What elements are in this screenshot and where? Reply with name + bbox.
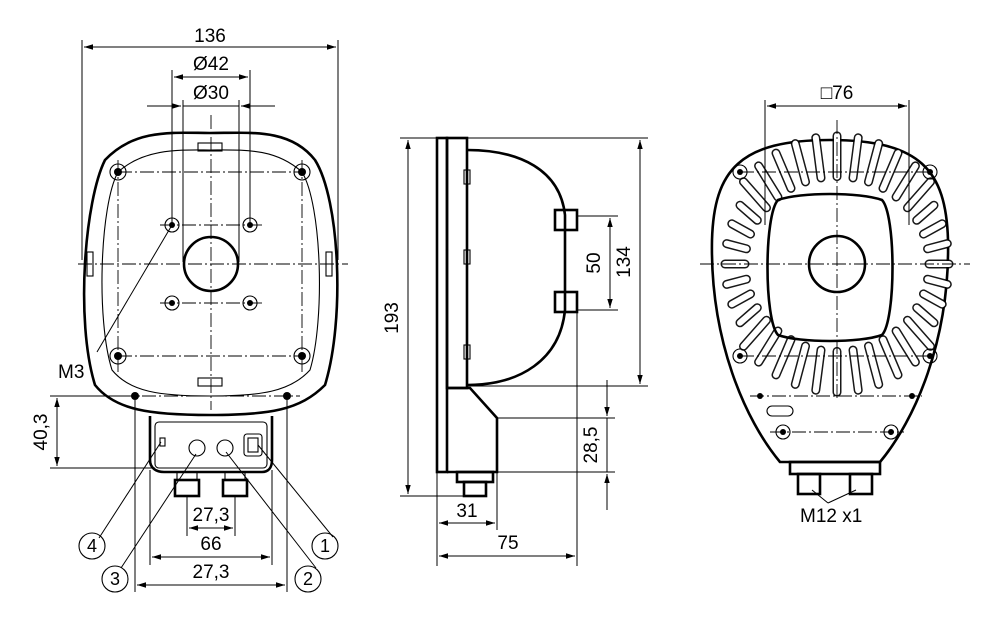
dim-side-base-depth: 31: [456, 501, 477, 522]
front-view: [78, 115, 348, 498]
balloon-4-label: 4: [87, 536, 97, 556]
cooling-fin-inner: [773, 150, 794, 192]
side-head-dome: [466, 148, 567, 387]
back-inner-square: [766, 192, 894, 343]
dim-side-slot-height: 50: [584, 252, 605, 273]
dim-front-conn-spacing-1: 27,3: [193, 505, 230, 526]
cooling-fin-inner: [728, 290, 754, 308]
cooling-fin-inner: [740, 178, 770, 211]
side-connector-base: [455, 470, 495, 484]
dim-front-conn-spacing-2: 27,3: [193, 562, 230, 583]
balloon-3: [101, 565, 129, 593]
dim-side-lower-height: 28,5: [581, 427, 602, 464]
dim-back-square: □76: [821, 83, 854, 104]
dim-side-total-height: 193: [382, 302, 403, 334]
cooling-fin-inner: [924, 276, 951, 288]
cooling-fin-inner: [723, 240, 750, 252]
cooling-fin-inner: [755, 328, 781, 366]
cooling-fin-inner: [865, 343, 882, 388]
cooling-fin-inner: [865, 140, 882, 185]
cooling-fin-inner: [792, 140, 809, 185]
cooling-fin-inner: [740, 317, 770, 350]
side-slot-marks: [463, 169, 471, 360]
cooling-fin-inner: [755, 162, 781, 200]
label-m3: M3: [58, 362, 84, 383]
front-indicator-4: [159, 437, 166, 447]
cooling-fin-inner: [850, 347, 862, 394]
side-lower-body: [447, 386, 499, 474]
back-view: [700, 120, 970, 496]
front-bottom-tab: [197, 377, 223, 387]
dim-side-head-height: 134: [614, 246, 635, 278]
balloon-2: [294, 565, 322, 593]
label-m12: M12 x1: [800, 506, 862, 527]
cooling-fin-inner: [904, 317, 934, 350]
dim-front-width: 136: [194, 26, 226, 47]
cooling-fin-inner: [920, 220, 946, 238]
side-lower-clip: [553, 290, 579, 314]
back-slot: [766, 405, 794, 417]
cooling-fin-inner: [773, 336, 794, 378]
back-housing-outline: [710, 138, 950, 464]
side-m12-plug: [462, 480, 488, 498]
callout-balloons: 1 2 3 4: [78, 441, 339, 593]
balloon-1-label: 1: [320, 536, 330, 556]
front-led-3: [188, 439, 206, 457]
side-view: [435, 136, 579, 498]
dim-front-dia-inner: Ø30: [193, 83, 229, 104]
cooling-fin-inner: [924, 240, 951, 252]
cooling-fin-inner: [812, 347, 824, 394]
dim-side-total-depth: 75: [497, 533, 518, 554]
front-connector-housing: [148, 416, 274, 474]
balloon-4: [78, 532, 106, 560]
cooling-fin-inner: [728, 220, 754, 238]
cooling-fin-inner: [792, 343, 809, 388]
front-connector-plate: [154, 421, 268, 469]
cooling-fin-inner: [920, 290, 946, 308]
dim-front-base-width: 66: [200, 534, 221, 555]
cooling-fin-inner: [880, 150, 901, 192]
dim-front-dia-outer: Ø42: [193, 54, 229, 75]
balloon-1: [311, 532, 339, 560]
cooling-fin-inner: [737, 304, 761, 326]
balloon-2-label: 2: [303, 569, 313, 589]
back-dimensions: □76 M12 x1: [764, 83, 910, 527]
cooling-fin-inner: [880, 336, 901, 378]
cooling-fin-inner: [723, 276, 750, 288]
cooling-fin-inner: [913, 304, 937, 326]
back-m12-plug-left: [796, 472, 822, 496]
front-m12-plugs: [173, 471, 249, 498]
front-led-2: [216, 439, 234, 457]
cooling-fin-inner: [893, 328, 919, 366]
cooling-fin-inner: [913, 202, 937, 224]
back-connector-base: [788, 460, 882, 476]
front-button-1: [243, 433, 263, 457]
front-dimensions: 136 Ø42 Ø30 40,3 27,3 66 27,3: [31, 26, 339, 592]
front-housing-outline: [82, 131, 339, 417]
dim-front-height-lower: 40,3: [31, 414, 52, 451]
front-top-tab: [197, 142, 223, 152]
cooling-fin-inner: [893, 162, 919, 200]
cooling-fin-inner: [904, 178, 934, 211]
cooling-fin-inner: [812, 134, 824, 181]
side-back-plate: [435, 136, 449, 474]
balloon-3-label: 3: [110, 569, 120, 589]
side-upper-clip: [553, 208, 579, 232]
cooling-fin-inner: [850, 134, 862, 181]
side-dimensions: 193 134 50 28,5 31 75: [382, 137, 648, 566]
cooling-fin-inner: [737, 202, 761, 224]
back-m12-plug-right: [848, 472, 874, 496]
